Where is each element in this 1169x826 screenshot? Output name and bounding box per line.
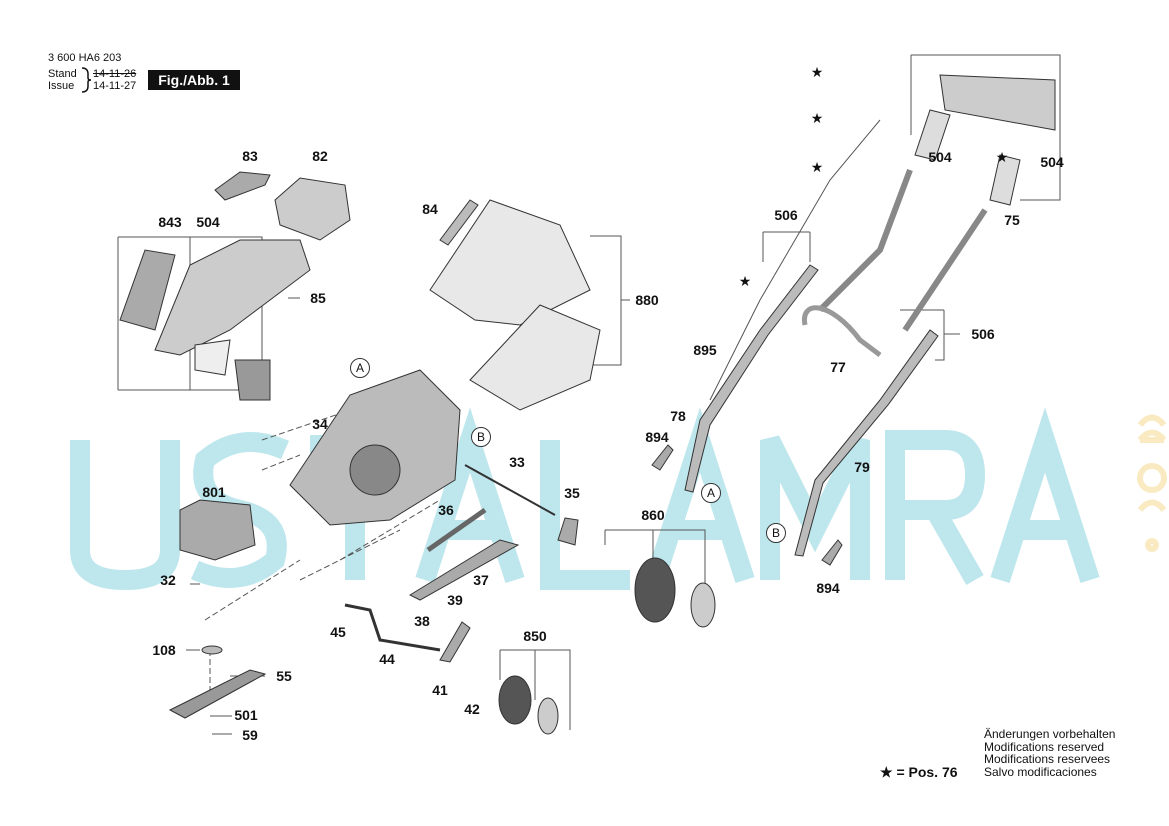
- star-icon: ★: [738, 273, 752, 289]
- callout-a: A: [350, 358, 370, 378]
- part-label: 894: [816, 580, 840, 596]
- part-label: 504: [928, 149, 952, 165]
- star-icon: ★: [995, 149, 1009, 165]
- wheel-850: [498, 675, 532, 725]
- part-label: 895: [693, 342, 717, 358]
- tube-left: [914, 109, 951, 161]
- hubcap-850: [537, 697, 559, 735]
- part-label: 78: [670, 408, 686, 424]
- stand-date: 14-11-26: [93, 68, 137, 80]
- spring-36: [426, 507, 487, 553]
- part-label: 506: [971, 326, 995, 342]
- issue-date: 14-11-27: [93, 80, 137, 92]
- part-label: 860: [641, 507, 665, 523]
- part-label: 880: [635, 292, 659, 308]
- part-label: 41: [432, 682, 448, 698]
- note-line: Änderungen vorbehalten: [984, 727, 1116, 741]
- part-label: 108: [152, 642, 176, 658]
- middle-handle-77b: [801, 305, 882, 357]
- cover-843: [154, 239, 311, 356]
- star-icon: ★: [810, 110, 824, 126]
- part-label: 45: [330, 624, 346, 640]
- axle-44: [344, 603, 441, 652]
- part-label: 42: [464, 701, 480, 717]
- bracket-35: [557, 517, 579, 546]
- part-label: 44: [379, 651, 395, 667]
- clip-894a: [651, 444, 674, 471]
- axle-33: [464, 464, 556, 516]
- part-label: 82: [312, 148, 328, 164]
- lever-37: [408, 539, 520, 601]
- note-line: Modifications reservees: [984, 752, 1111, 766]
- stand-label: Stand: [48, 68, 77, 80]
- part-label: 59: [242, 727, 258, 743]
- callout-a: A: [701, 483, 721, 503]
- part-label: 504: [196, 214, 220, 230]
- grip-83: [214, 171, 271, 201]
- watermark-domain: [1137, 414, 1167, 552]
- lower-handle-79: [794, 329, 939, 557]
- star-legend: ★ = Pos. 76: [880, 764, 958, 780]
- clip-894b: [821, 539, 843, 566]
- part-label: 39: [447, 592, 463, 608]
- star-icon: ★: [810, 64, 824, 80]
- bracket-41: [439, 621, 471, 663]
- handle-top: [939, 74, 1056, 131]
- side-panel: [119, 249, 176, 331]
- modification-notes: Änderungen vorbehalten Modifications res…: [984, 728, 1115, 778]
- tube-right: [989, 154, 1021, 206]
- deck-opening: [349, 444, 401, 496]
- part-label: 77: [830, 359, 846, 375]
- flap: [194, 339, 231, 376]
- handle-84: [439, 199, 479, 246]
- lower-handle-78: [684, 264, 819, 493]
- part-label: 501: [234, 707, 258, 723]
- callout-b: B: [471, 427, 491, 447]
- part-label: 35: [564, 485, 580, 501]
- part-label: 506: [774, 207, 798, 223]
- issue-label: Issue: [48, 80, 75, 92]
- part-label: 84: [422, 201, 438, 217]
- switch-box-82: [274, 177, 351, 241]
- upper-handle-75: [902, 208, 988, 332]
- part-label: 801: [202, 484, 226, 500]
- part-label: 32: [160, 572, 176, 588]
- part-label: 504: [1040, 154, 1064, 170]
- part-label: 85: [310, 290, 326, 306]
- part-label: 894: [645, 429, 669, 445]
- part-label: 38: [414, 613, 430, 629]
- document-number: 3 600 HA6 203: [48, 52, 122, 64]
- part-label: 34: [312, 416, 328, 432]
- part-label: 55: [276, 668, 292, 684]
- motor-801: [179, 499, 256, 561]
- part-label: 850: [523, 628, 547, 644]
- part-label: 36: [438, 502, 454, 518]
- part-label: 843: [158, 214, 182, 230]
- hubcap-860: [690, 582, 716, 628]
- part-label: 79: [854, 459, 870, 475]
- star-icon: ★: [810, 159, 824, 175]
- figure-label: Fig./Abb. 1: [148, 70, 240, 90]
- note-line: Modifications reserved: [984, 739, 1105, 754]
- part-label: 33: [509, 454, 525, 470]
- middle-handle-77: [817, 168, 913, 313]
- part-label: 83: [242, 148, 258, 164]
- callout-b: B: [766, 523, 786, 543]
- wheel-860: [634, 557, 676, 623]
- blade-55: [168, 669, 267, 719]
- part-label: 37: [473, 572, 489, 588]
- brush: [234, 359, 271, 401]
- grass-box-880: [429, 199, 601, 411]
- washer-108: [201, 645, 223, 655]
- cable-895: [709, 119, 881, 401]
- part-label: 75: [1004, 212, 1020, 228]
- note-line: Salvo modificaciones: [984, 764, 1097, 779]
